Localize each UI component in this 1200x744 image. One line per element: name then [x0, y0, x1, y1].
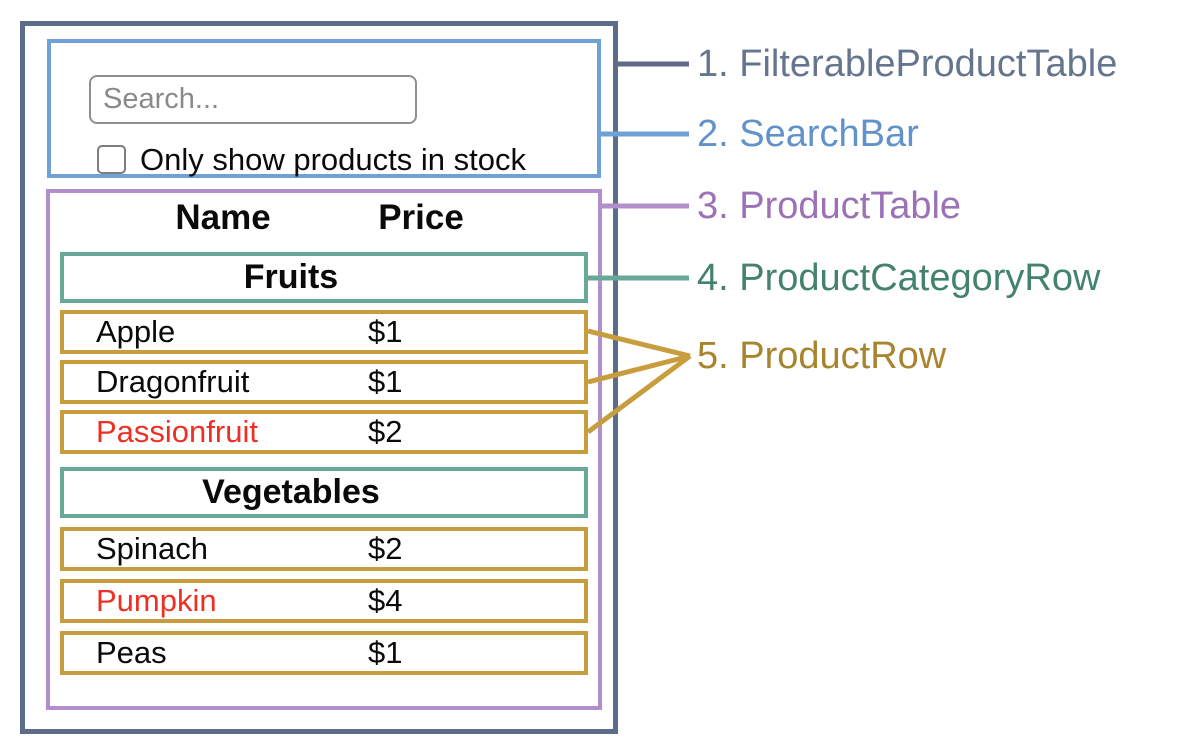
- product-price: $1: [368, 314, 403, 349]
- search-input[interactable]: [89, 75, 417, 124]
- category-row-vegetables: Vegetables: [60, 467, 588, 518]
- product-name: Spinach: [96, 531, 209, 566]
- product-row-apple: Apple $1: [60, 310, 588, 354]
- category-row-fruits: Fruits: [60, 252, 588, 303]
- product-row-pumpkin: Pumpkin $4: [60, 579, 588, 623]
- name-column-header: Name: [175, 198, 271, 237]
- product-price: $2: [368, 531, 403, 566]
- legend-label-filterable-product-table: 1. FilterableProductTable: [697, 43, 1118, 85]
- price-column-header: Price: [378, 198, 464, 237]
- in-stock-checkbox[interactable]: [97, 145, 126, 174]
- legend-label-product-table: 3. ProductTable: [697, 185, 962, 227]
- product-price: $1: [368, 364, 403, 399]
- legend-label-product-row: 5. ProductRow: [697, 335, 947, 377]
- product-price: $4: [368, 583, 403, 618]
- product-name: Dragonfruit: [96, 364, 250, 399]
- product-price: $1: [368, 635, 403, 670]
- in-stock-checkbox-label: Only show products in stock: [140, 142, 526, 177]
- product-row-dragonfruit: Dragonfruit $1: [60, 360, 588, 404]
- product-name: Pumpkin: [96, 583, 217, 618]
- product-name: Apple: [96, 314, 176, 349]
- category-label: Vegetables: [202, 473, 380, 511]
- product-row-passionfruit: Passionfruit $2: [60, 410, 588, 454]
- legend-label-product-category-row: 4. ProductCategoryRow: [697, 257, 1101, 299]
- product-price: $2: [368, 414, 403, 449]
- product-row-peas: Peas $1: [60, 631, 588, 675]
- product-name: Peas: [96, 635, 167, 670]
- product-name: Passionfruit: [96, 414, 258, 449]
- category-label: Fruits: [243, 258, 339, 296]
- legend-label-search-bar: 2. SearchBar: [697, 113, 919, 155]
- product-row-spinach: Spinach $2: [60, 527, 588, 571]
